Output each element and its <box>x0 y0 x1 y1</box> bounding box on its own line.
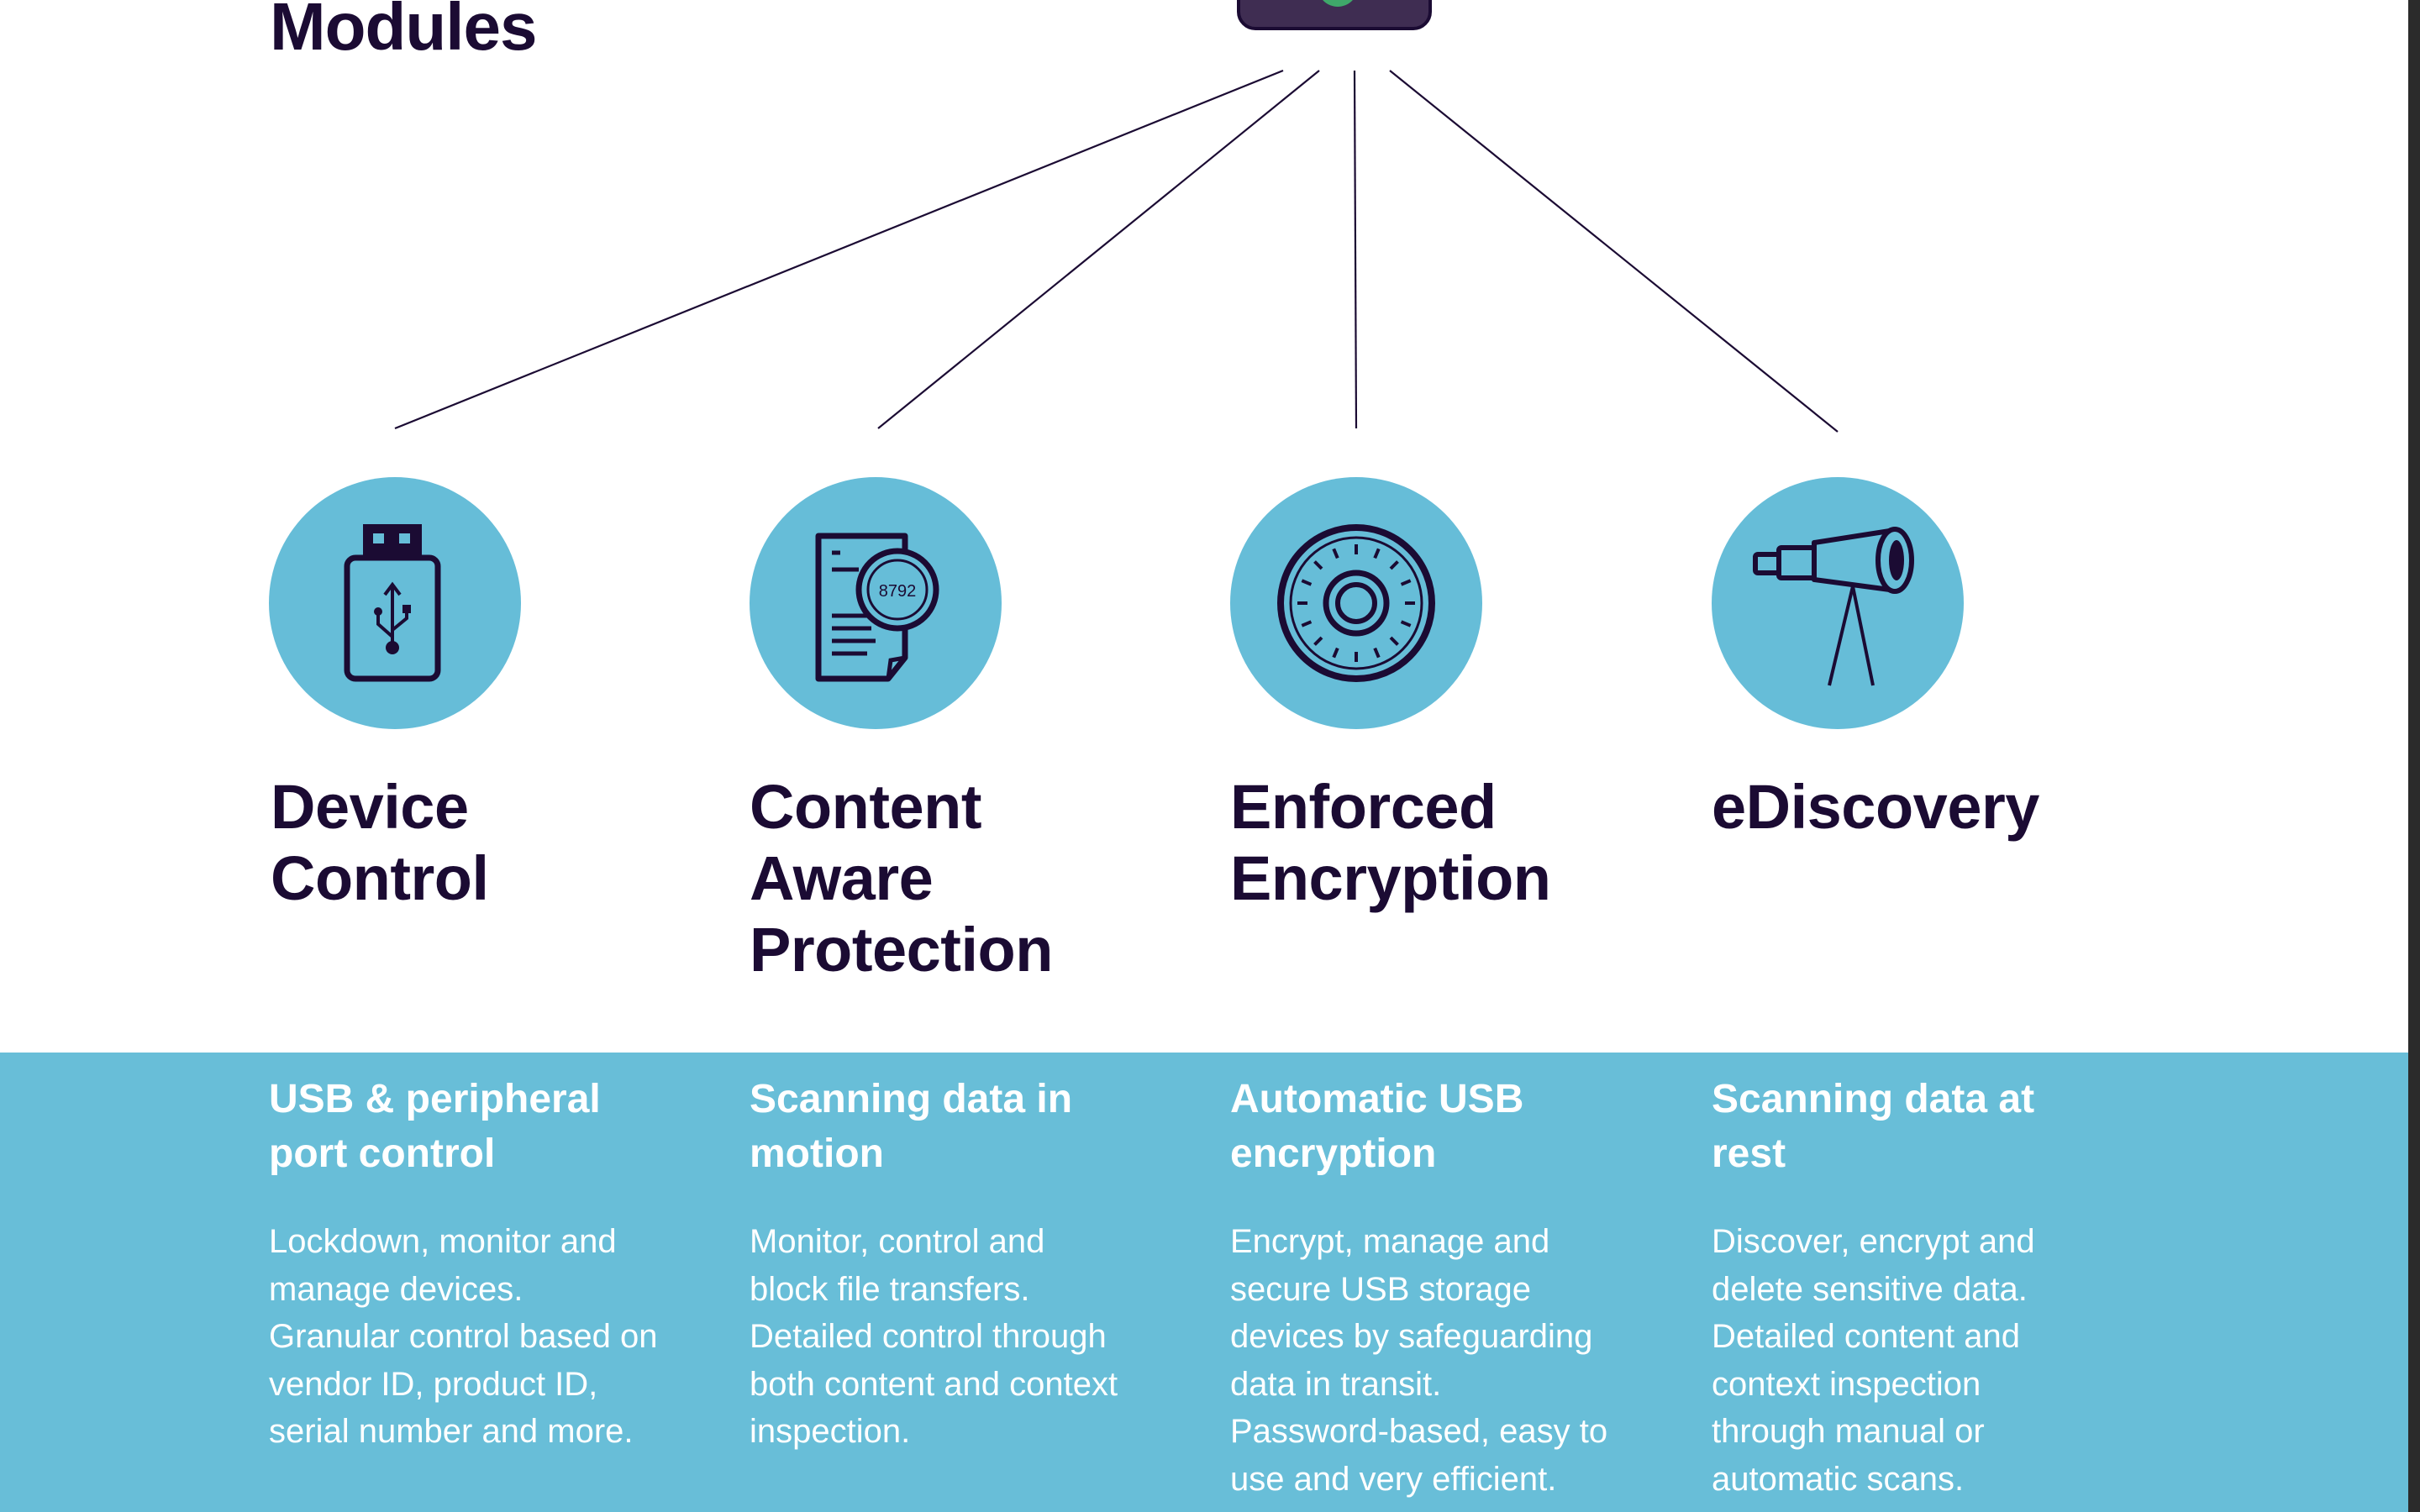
title-line: Content <box>750 772 982 842</box>
heading-line: Scanning data in <box>750 1077 1073 1121</box>
dial-tick <box>1400 620 1412 627</box>
description-line: through manual or <box>1712 1413 1985 1450</box>
description-line: Detailed control through <box>750 1318 1107 1355</box>
description-line: secure USB storage <box>1230 1270 1531 1308</box>
description-line: data in transit. <box>1230 1365 1442 1403</box>
dial-tick <box>1301 620 1313 627</box>
window-edge <box>2408 0 2420 1512</box>
description-line: automatic scans. <box>1712 1460 1965 1498</box>
ediscovery-description: Discover, encrypt and delete sensitive d… <box>1712 1218 2149 1503</box>
enforced-encryption-description: Encrypt, manage and secure USB storage d… <box>1230 1218 1667 1503</box>
enforced-encryption-heading: Automatic USB encryption <box>1230 1072 1667 1181</box>
content-aware-description: Monitor, control and block file transfer… <box>750 1218 1186 1456</box>
hub-status-dot <box>1318 0 1358 7</box>
dial-tick <box>1400 579 1412 586</box>
heading-line: Automatic USB <box>1230 1077 1524 1121</box>
content-aware-icon-circle: 8792 <box>750 477 1002 729</box>
dial-tick <box>1332 548 1339 559</box>
description-line: Granular control based on <box>269 1318 658 1355</box>
device-control-heading: USB & peripheral port control <box>269 1072 706 1181</box>
dial-tick <box>1389 560 1399 570</box>
heading-line: motion <box>750 1131 884 1176</box>
dial-tick <box>1389 636 1399 646</box>
connector-line-ediscovery <box>1389 70 1839 433</box>
ediscovery-title: eDiscovery <box>1712 771 2149 843</box>
ediscovery-heading: Scanning data at rest <box>1712 1072 2149 1181</box>
section-title: Modules <box>270 0 537 64</box>
description-line: devices by safeguarding <box>1230 1318 1593 1355</box>
connector-lines <box>394 69 1839 433</box>
dial-tick <box>1332 647 1339 659</box>
document-scan-number: 8792 <box>879 582 917 601</box>
description-line: Discover, encrypt and <box>1712 1223 2035 1260</box>
ediscovery-icon-circle <box>1712 477 1964 729</box>
connector-line-encryption <box>1353 70 1358 429</box>
heading-line: port control <box>269 1131 496 1176</box>
description-line: use and very efficient. <box>1230 1460 1557 1498</box>
connector-line-device-control <box>394 69 1284 430</box>
description-line: manage devices. <box>269 1270 523 1308</box>
description-line: serial number and more. <box>269 1413 634 1450</box>
heading-line: rest <box>1712 1131 1786 1176</box>
description-line: Encrypt, manage and <box>1230 1223 1550 1260</box>
dial-tick <box>1313 560 1323 570</box>
description-line: Monitor, control and <box>750 1223 1045 1260</box>
device-control-description: Lockdown, monitor and manage devices. Gr… <box>269 1218 706 1456</box>
device-control-title: Device Control <box>271 771 708 914</box>
dial-tick <box>1313 636 1323 646</box>
section-title-line: Modules <box>270 0 537 64</box>
description-line: vendor ID, product ID, <box>269 1365 598 1403</box>
telescope-icon <box>1753 527 1914 686</box>
title-line: Aware <box>750 843 934 913</box>
connector-line-content-aware <box>877 70 1320 429</box>
title-line: eDiscovery <box>1712 772 2039 842</box>
title-line: Control <box>271 843 489 913</box>
dial-tick <box>1373 548 1381 559</box>
document-scan-icon: 8792 <box>815 533 939 682</box>
device-control-icon-circle <box>269 477 521 729</box>
description-line: context inspection <box>1712 1365 1981 1403</box>
dial-tick <box>1301 579 1313 586</box>
title-line: Enforced <box>1230 772 1497 842</box>
description-line: block file transfers. <box>750 1270 1030 1308</box>
enforced-encryption-icon-circle <box>1230 477 1482 729</box>
heading-line: encryption <box>1230 1131 1437 1176</box>
feature-band <box>0 1053 2408 1512</box>
title-line: Device <box>271 772 469 842</box>
dial-tick <box>1373 647 1381 659</box>
description-line: Detailed content and <box>1712 1318 2020 1355</box>
description-line: both content and context <box>750 1365 1118 1403</box>
enforced-encryption-title: Enforced Encryption <box>1230 771 1667 914</box>
description-line: inspection. <box>750 1413 911 1450</box>
usb-drive-icon <box>344 524 441 682</box>
hub-node <box>1237 0 1432 30</box>
vault-dial-icon <box>1277 524 1435 682</box>
heading-line: Scanning data at <box>1712 1077 2035 1121</box>
content-aware-protection-title: Content Aware Protection <box>750 771 1186 985</box>
description-line: Lockdown, monitor and <box>269 1223 617 1260</box>
title-line: Protection <box>750 915 1053 984</box>
heading-line: USB & peripheral <box>269 1077 601 1121</box>
description-line: Password-based, easy to <box>1230 1413 1608 1450</box>
title-line: Encryption <box>1230 843 1551 913</box>
content-aware-heading: Scanning data in motion <box>750 1072 1186 1181</box>
description-line: delete sensitive data. <box>1712 1270 2028 1308</box>
